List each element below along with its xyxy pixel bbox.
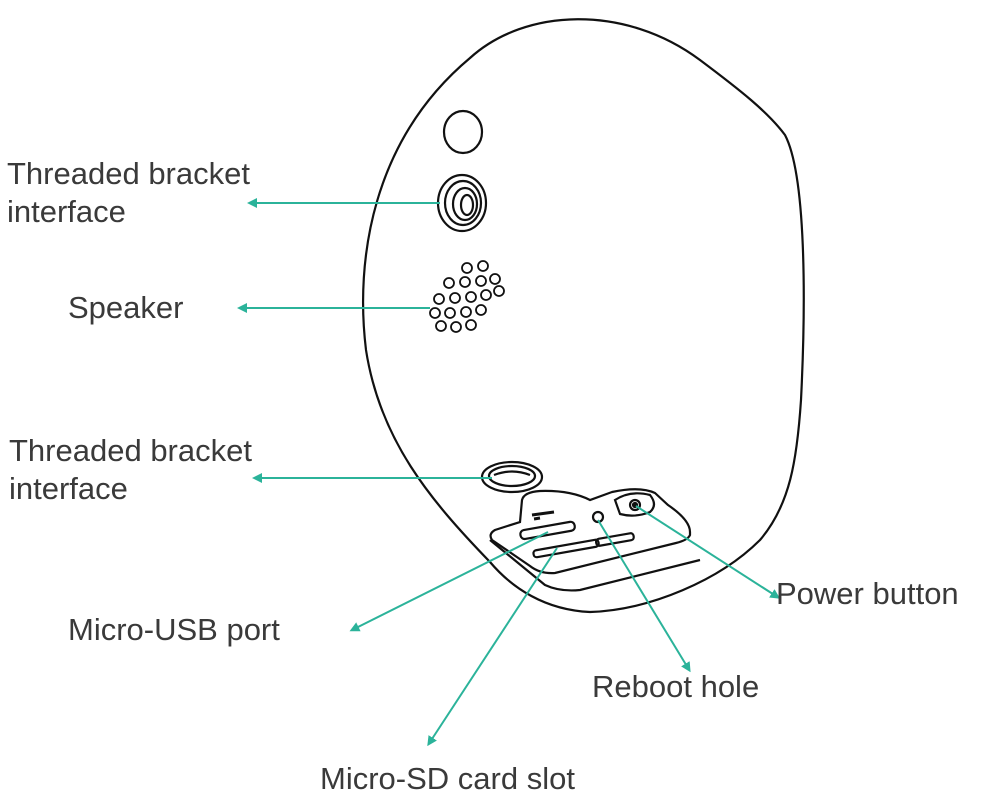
- reboot-hole: [591, 510, 605, 524]
- callout-arrows: [237, 198, 781, 747]
- arrow-micro-usb: [349, 531, 549, 632]
- arrow-power: [635, 505, 781, 599]
- label-speaker: Speaker: [68, 290, 184, 325]
- label-line: interface: [7, 194, 126, 229]
- label-power-button: Power button: [776, 576, 959, 611]
- port-panel: [489, 488, 701, 592]
- power-button: [628, 498, 642, 512]
- lens-hole: [442, 109, 484, 155]
- speaker-grille: [429, 260, 505, 333]
- micro-usb-port: [519, 520, 576, 541]
- label-line: Threaded bracket: [7, 156, 250, 191]
- device-body: [361, 18, 805, 614]
- arrow-reboot: [597, 519, 691, 673]
- label-micro-sd: Micro-SD card slot: [320, 761, 575, 796]
- arrow-micro-sd: [427, 547, 558, 747]
- label-threaded-bracket-top: Threaded bracket interface: [7, 155, 250, 231]
- threaded-bracket-top: [436, 173, 488, 233]
- label-line: Threaded bracket: [9, 433, 252, 468]
- label-threaded-bracket-bottom: Threaded bracket interface: [9, 432, 252, 508]
- label-micro-usb: Micro-USB port: [68, 612, 280, 647]
- label-reboot-hole: Reboot hole: [592, 669, 760, 704]
- micro-sd-slot: [532, 538, 600, 559]
- label-line: interface: [9, 471, 128, 506]
